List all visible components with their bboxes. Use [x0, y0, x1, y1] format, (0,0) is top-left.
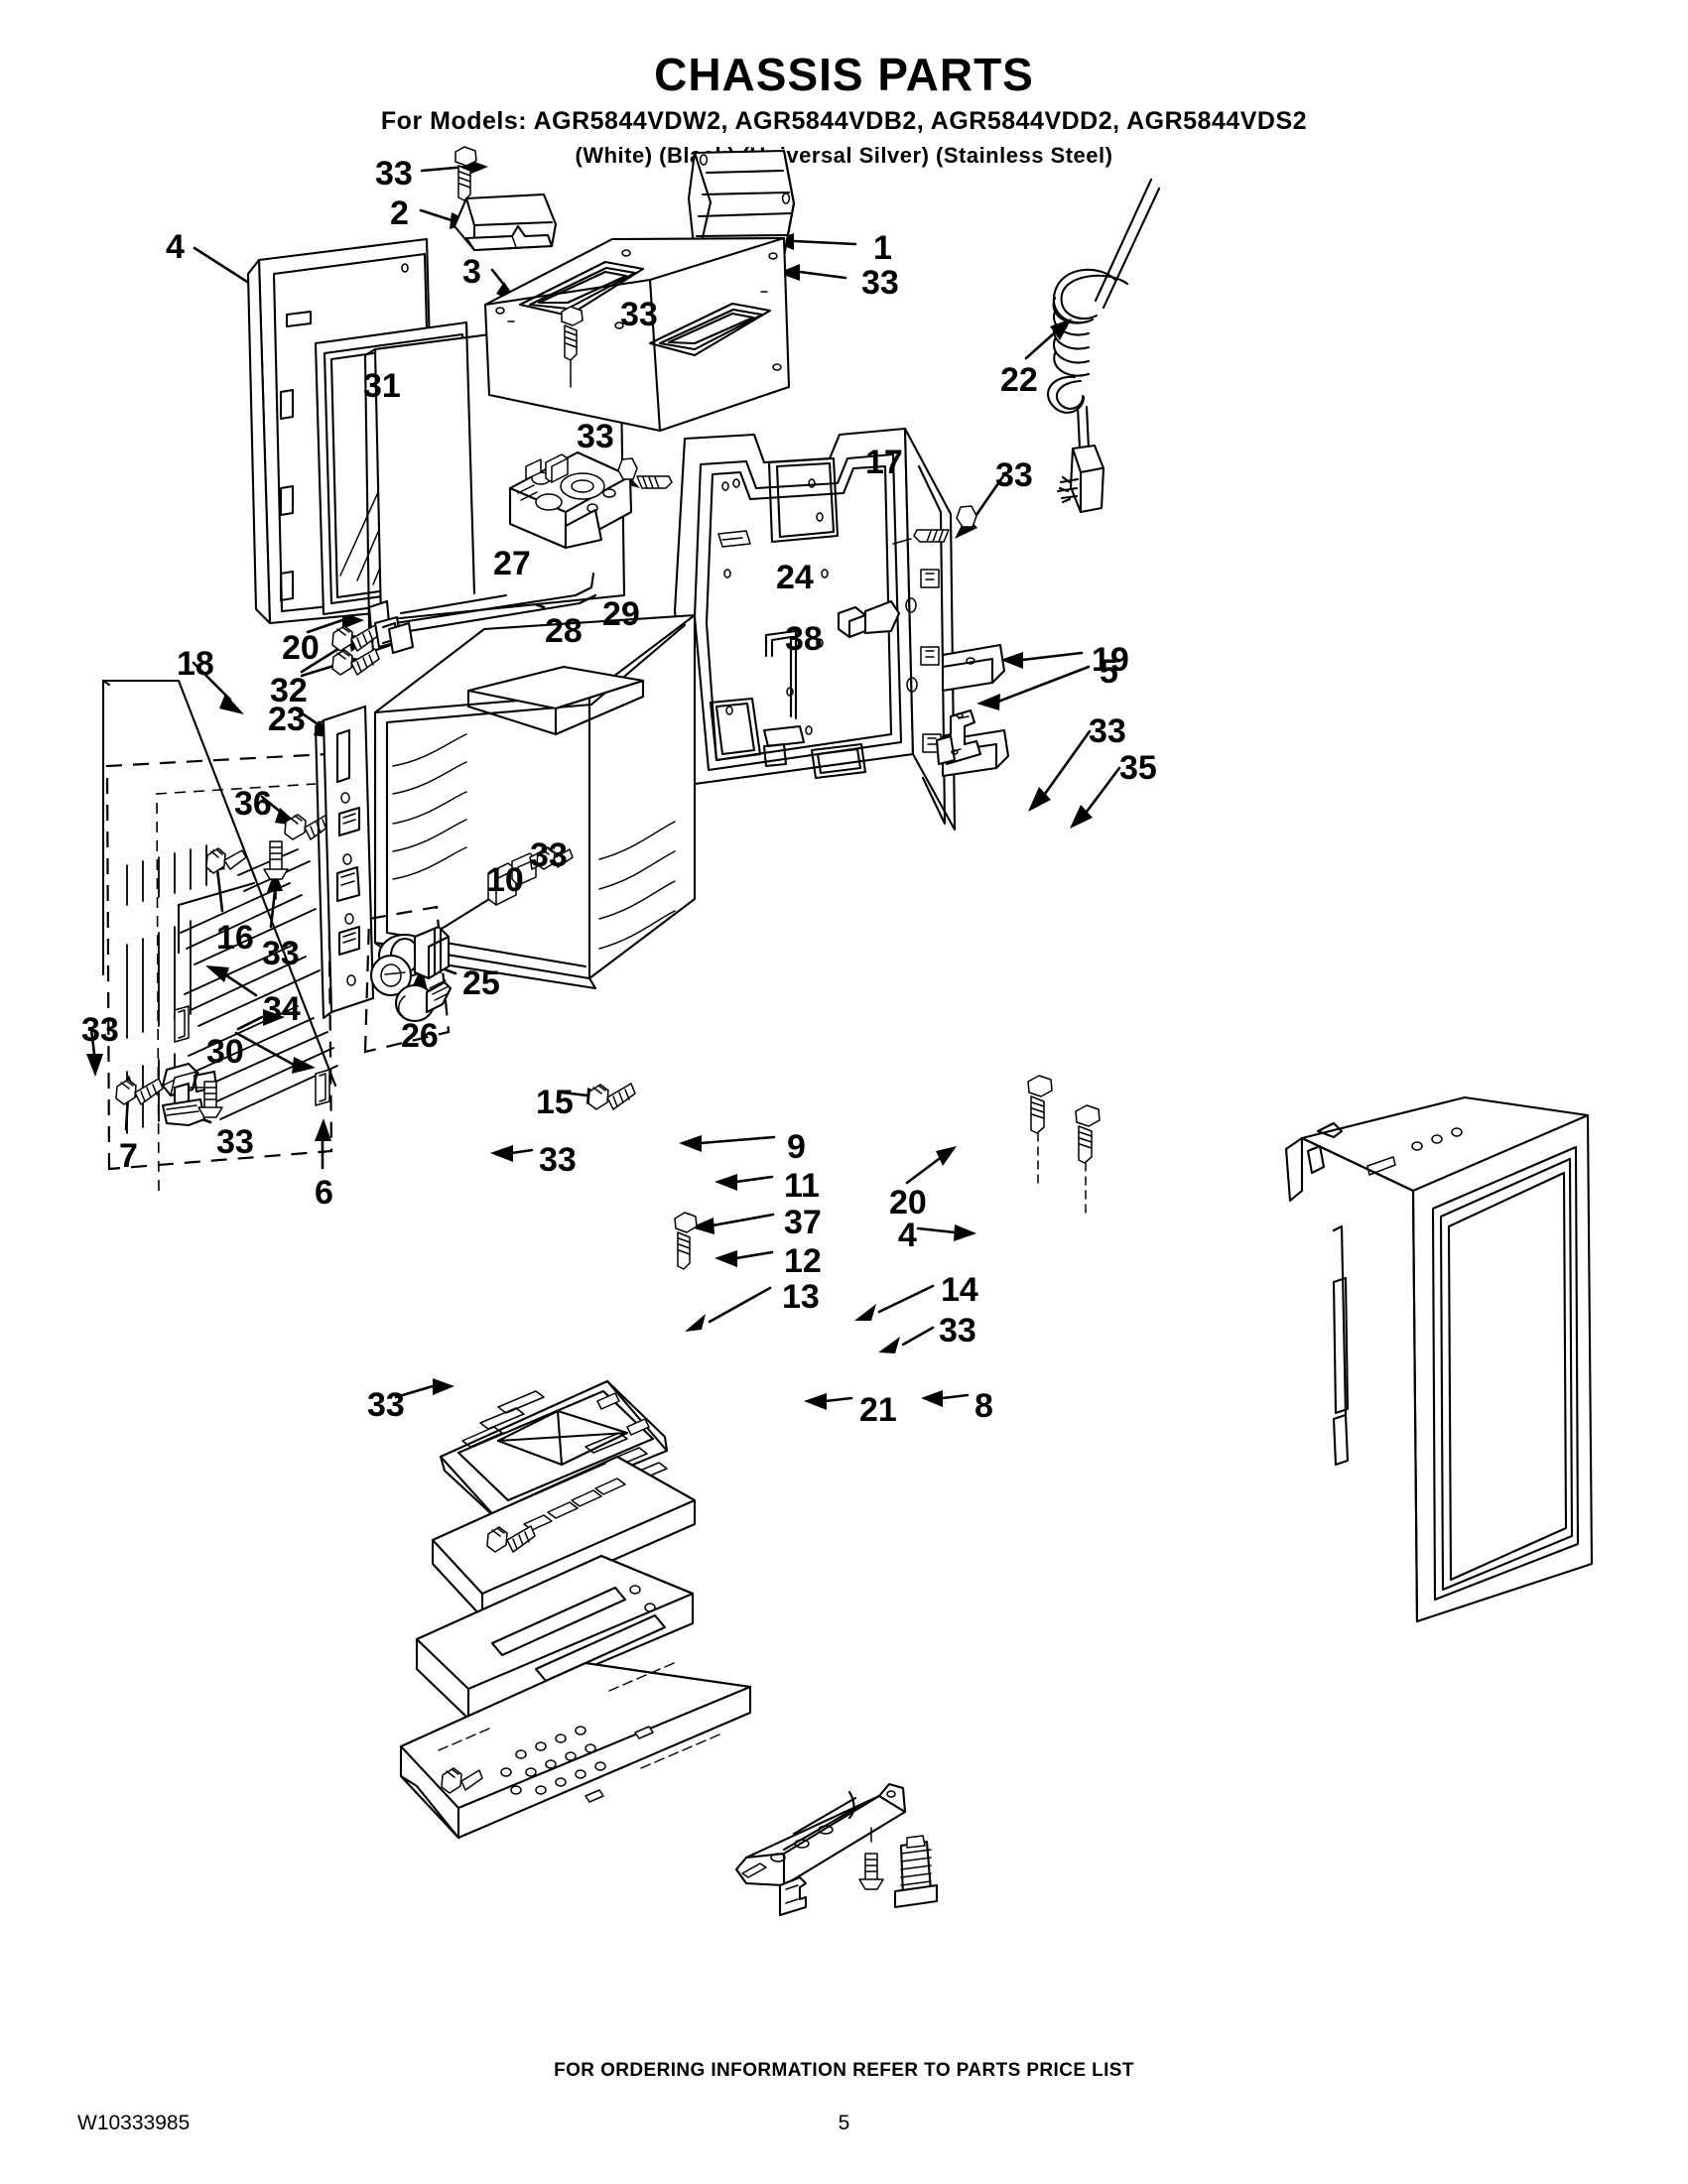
- callout-36: 36: [234, 785, 272, 823]
- callout-13: 13: [782, 1278, 820, 1316]
- callout-10: 10: [486, 861, 524, 899]
- part-16-screw: [206, 848, 246, 873]
- callout-15: 15: [536, 1084, 574, 1121]
- part-33-screw-cooktop: [562, 307, 583, 387]
- part-28-lower-front-rail: [375, 595, 506, 653]
- callout-21: 21: [859, 1391, 897, 1429]
- part-26-oven-light-bulb: [396, 980, 451, 1021]
- part-33-screw-insul: [264, 841, 288, 899]
- callout-23: 23: [268, 701, 306, 738]
- page-title: CHASSIS PARTS: [654, 49, 1034, 100]
- callout-9: 9: [787, 1128, 806, 1166]
- callout-33: 33: [262, 935, 300, 972]
- page-number: 5: [838, 2112, 850, 2134]
- callout-17: 17: [865, 444, 903, 481]
- callout-33: 33: [577, 418, 614, 455]
- callout-7: 7: [119, 1137, 138, 1175]
- part-18-insulation-blanket: [103, 681, 335, 1086]
- part-3-cooktop: [485, 238, 789, 431]
- callout-30: 30: [206, 1033, 244, 1071]
- part-7-leveling-leg-assembly: [116, 1064, 222, 1125]
- callout-4: 4: [898, 1217, 917, 1254]
- document-number: W10333985: [77, 2112, 191, 2134]
- part-8-leveling-leg: [895, 1836, 937, 1907]
- callout-28: 28: [545, 612, 583, 650]
- callout-2: 2: [390, 194, 409, 232]
- oven-cavity: [375, 615, 695, 988]
- callout-33: 33: [620, 296, 658, 333]
- callout-5: 5: [1100, 653, 1118, 691]
- callout-32: 32: [270, 672, 308, 709]
- part-15-screw: [588, 1084, 635, 1109]
- callout-25: 25: [462, 964, 500, 1002]
- callout-29: 29: [602, 595, 640, 633]
- callout-37: 37: [784, 1204, 822, 1241]
- callout-6: 6: [315, 1174, 333, 1212]
- part-5-anti-tip-bracket: [937, 710, 980, 764]
- part-32-screws: [332, 625, 379, 675]
- part-13-bottom-pan: [401, 1663, 750, 1838]
- callout-31: 31: [363, 367, 401, 405]
- part-21-clip: [780, 1877, 806, 1915]
- callout-16: 16: [216, 919, 254, 957]
- part-23-front-frame-bracket: [316, 707, 373, 1018]
- part-9-bottom-grate-panel: [441, 1381, 667, 1520]
- part-29-door-lock-motor: [510, 452, 672, 548]
- part-22-power-cord: [1048, 180, 1159, 512]
- part-11-burner-box-panel: [433, 1457, 695, 1617]
- callout-11: 11: [784, 1167, 820, 1205]
- callout-33: 33: [539, 1141, 577, 1179]
- callout-33: 33: [367, 1386, 405, 1424]
- callout-22: 22: [1000, 361, 1038, 399]
- ordering-note: FOR ORDERING INFORMATION REFER TO PARTS …: [554, 2060, 1134, 2081]
- callout-20: 20: [282, 629, 320, 667]
- callout-3: 3: [462, 253, 481, 291]
- part-37-screw: [675, 1213, 697, 1269]
- part-27-front-frame-rail: [395, 574, 595, 633]
- part-33-screw-top: [455, 147, 476, 200]
- callout-26: 26: [401, 1017, 439, 1055]
- callout-34: 34: [263, 990, 301, 1028]
- model-list: For Models: AGR5844VDW2, AGR5844VDB2, AG…: [380, 107, 1308, 135]
- callout-33: 33: [1089, 712, 1126, 750]
- part-35-screw: [1076, 1105, 1100, 1216]
- callout-33: 33: [375, 155, 413, 193]
- callout-20: 20: [889, 1184, 927, 1221]
- callout-14: 14: [941, 1271, 978, 1309]
- callout-33: 33: [81, 1011, 119, 1049]
- callout-27: 27: [493, 545, 531, 582]
- callout-38: 38: [785, 620, 823, 658]
- callout-1: 1: [873, 229, 892, 267]
- part-34-insulation-panel: [127, 845, 337, 1133]
- part-12-drawer-support-panel: [417, 1556, 693, 1719]
- part-4-side-panel-right: [1286, 1097, 1592, 1621]
- callout-35: 35: [1119, 749, 1157, 787]
- part-17-rear-back-panel: [675, 429, 955, 830]
- callout-4: 4: [166, 228, 185, 266]
- part-2-top-bracket: [454, 194, 556, 250]
- callout-12: 12: [784, 1242, 822, 1280]
- callout-8: 8: [974, 1387, 993, 1425]
- callout-33: 33: [216, 1123, 254, 1161]
- part-14-drawer-slide-rail: [736, 1784, 905, 1889]
- callout-24: 24: [776, 559, 814, 596]
- part-33-screw-rightpanel: [1028, 1076, 1052, 1189]
- callout-33: 33: [995, 456, 1033, 494]
- callout-33: 33: [939, 1312, 976, 1349]
- part-33-screw-backpanel: [893, 506, 976, 544]
- callout-33: 33: [530, 836, 568, 874]
- model-colors: (White) (Black) (Universal Silver) (Stai…: [575, 143, 1113, 168]
- callout-19: 19: [1092, 641, 1129, 679]
- callout-18: 18: [177, 645, 214, 683]
- callout-33: 33: [861, 264, 899, 302]
- part-25-oven-light-assembly: [365, 907, 449, 1052]
